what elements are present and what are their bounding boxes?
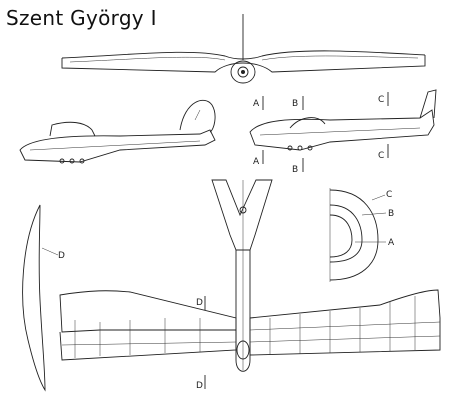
section-label-d-bottom: D <box>196 381 203 391</box>
section-label-c-top: C <box>378 95 384 105</box>
plan-section-markers: D D <box>196 296 206 391</box>
section-label-b-bottom: B <box>292 165 298 175</box>
page-title: Szent György I <box>6 6 157 30</box>
section-label-a: A <box>388 238 395 248</box>
section-label-a-top: A <box>253 99 260 109</box>
section-label-c-bottom: C <box>378 151 384 161</box>
section-label-b-top: B <box>292 99 298 109</box>
section-label-d-profile: D <box>58 251 65 261</box>
section-label-a-bottom: A <box>253 157 260 167</box>
hull-section-view <box>249 89 437 151</box>
front-view <box>61 14 426 84</box>
section-markers: A A B B C C <box>253 92 389 175</box>
plan-view <box>59 179 441 372</box>
section-label-b: B <box>388 209 394 219</box>
section-label-d-top: D <box>196 298 203 308</box>
wing-profile: D <box>22 204 65 392</box>
side-view <box>19 100 216 164</box>
section-label-c: C <box>386 190 392 200</box>
cross-sections: C B A <box>329 188 395 282</box>
